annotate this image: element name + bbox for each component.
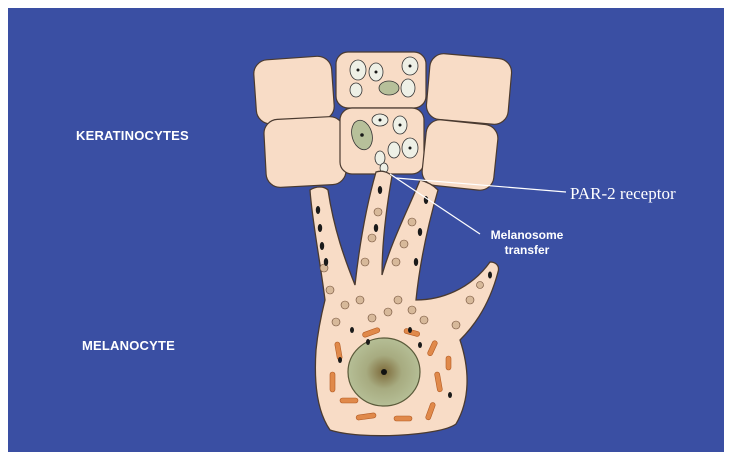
keratinocyte-cell [425,53,512,126]
nucleolus [381,369,387,375]
melanosome-transfer-label: Melanosome transfer [482,228,572,258]
keratinocyte-cell [263,116,346,188]
keratinocytes-label: KERATINOCYTES [76,128,189,143]
melanosome-transfer-line2: transfer [482,243,572,258]
keratinocyte-cell [253,55,335,124]
melanocyte-label: MELANOCYTE [82,338,175,353]
par2-receptor-label: PAR-2 receptor [570,184,676,204]
melanosome-transfer-line1: Melanosome [482,228,572,243]
